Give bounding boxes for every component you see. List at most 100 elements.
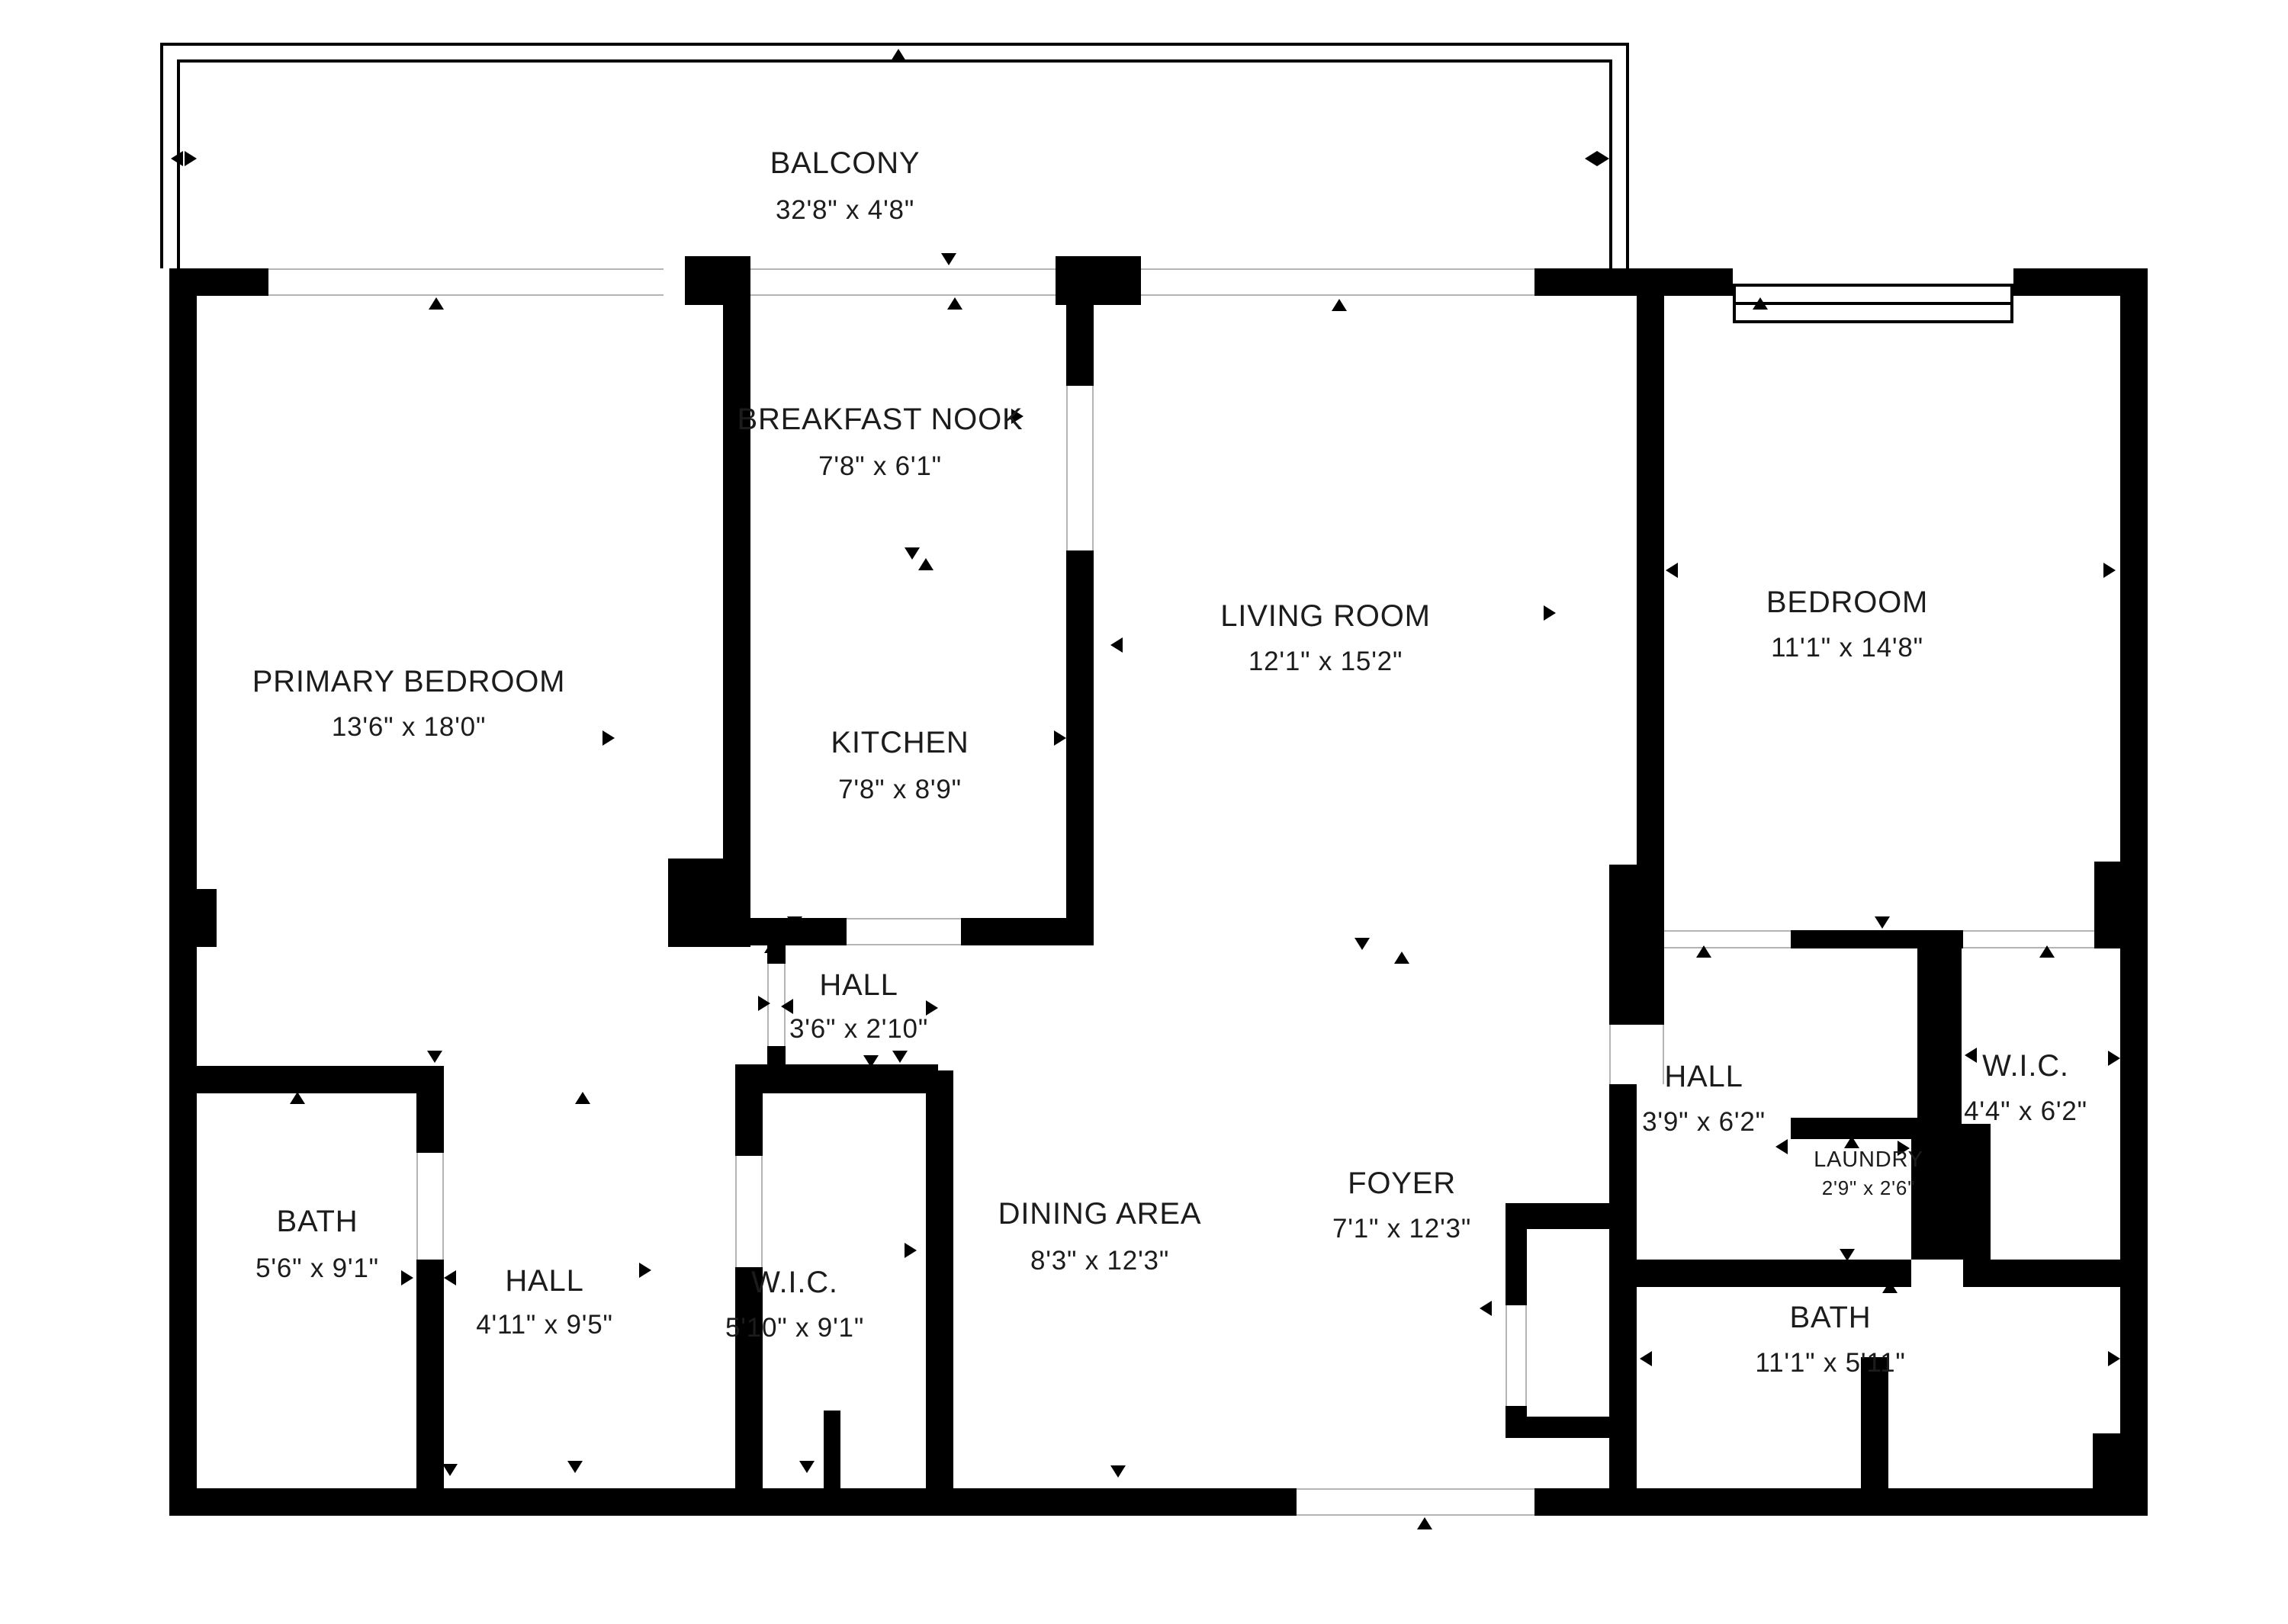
dimension-arrow-icon xyxy=(863,1055,879,1067)
dimension-arrow-icon xyxy=(1417,1517,1432,1529)
room-label-dining-area: DINING AREA xyxy=(998,1198,1202,1231)
door-opening xyxy=(750,268,1056,296)
dimension-arrow-icon xyxy=(758,996,770,1011)
wall-segment xyxy=(169,1488,1297,1516)
door-opening xyxy=(735,1156,763,1267)
dimension-arrow-icon xyxy=(444,1270,456,1285)
wall-segment xyxy=(735,1064,938,1093)
wall-segment xyxy=(723,296,750,859)
dimension-arrow-icon xyxy=(182,1281,194,1296)
dimension-arrow-icon xyxy=(575,1092,590,1104)
room-dims-bath-left: 5'6" x 9'1" xyxy=(255,1253,379,1283)
dimension-arrow-icon xyxy=(1696,945,1711,958)
dimension-arrow-icon xyxy=(2103,563,2116,578)
room-label-foyer: FOYER xyxy=(1348,1167,1456,1201)
dimension-arrow-icon xyxy=(442,1464,458,1476)
door-opening xyxy=(1664,930,1791,948)
room-dims-bath-right: 11'1" x 5'11" xyxy=(1755,1347,1906,1378)
wall-segment xyxy=(926,1070,953,1488)
dimension-arrow-icon xyxy=(1110,637,1123,653)
room-label-living-room: LIVING ROOM xyxy=(1220,600,1431,634)
window-icon xyxy=(1733,284,2013,323)
wall-segment xyxy=(1791,1118,1920,1139)
dimension-arrow-icon xyxy=(1775,1139,1788,1154)
dimension-arrow-icon xyxy=(905,1243,917,1258)
dimension-arrow-icon xyxy=(934,1157,946,1173)
door-opening xyxy=(1066,386,1094,550)
wall-segment xyxy=(1506,1203,1637,1229)
wall-segment xyxy=(2094,862,2120,948)
wall-segment xyxy=(169,268,268,296)
dimension-arrow-icon xyxy=(427,1051,442,1063)
dimension-arrow-icon xyxy=(2108,1051,2120,1066)
room-dims-hall-right: 3'9" x 6'2" xyxy=(1642,1106,1766,1137)
wall-segment xyxy=(1066,550,1094,945)
dimension-arrow-icon xyxy=(1666,563,1678,578)
dimension-arrow-icon xyxy=(1882,1281,1898,1293)
room-dims-laundry: 2'9" x 2'6" xyxy=(1821,1176,1916,1199)
dimension-arrow-icon xyxy=(781,999,793,1014)
wall-segment xyxy=(1917,930,1962,1124)
room-label-hall-left: HALL xyxy=(505,1265,584,1298)
dimension-arrow-icon xyxy=(892,1051,908,1063)
window-mid-line xyxy=(1736,301,2010,305)
balcony-wall-line xyxy=(160,43,163,268)
room-dims-primary-bedroom: 13'6" x 18'0" xyxy=(331,711,487,742)
dimension-arrow-icon xyxy=(799,1461,815,1473)
dimension-arrow-icon xyxy=(1480,1301,1492,1316)
dimension-arrow-icon xyxy=(926,1000,938,1016)
dimension-arrow-icon xyxy=(1844,1136,1859,1148)
balcony-wall-line xyxy=(1626,43,1629,268)
balcony-wall-line xyxy=(177,59,1612,63)
dimension-arrow-icon xyxy=(429,297,444,310)
room-dims-hall-left: 4'11" x 9'5" xyxy=(476,1309,613,1340)
dimension-arrow-icon xyxy=(2108,1351,2120,1366)
wall-segment xyxy=(1609,1084,1637,1203)
dimension-arrow-icon xyxy=(787,916,802,929)
dimension-arrow-icon xyxy=(1354,938,1370,950)
dimension-arrow-icon xyxy=(729,409,741,424)
wall-segment xyxy=(824,1411,840,1488)
wall-segment xyxy=(169,1066,444,1093)
room-dims-hall-kitchen: 3'6" x 2'10" xyxy=(789,1013,929,1044)
wall-segment xyxy=(1963,1260,2120,1287)
dimension-arrow-icon xyxy=(1110,1465,1126,1478)
dimension-arrow-icon xyxy=(1054,730,1066,746)
dimension-arrow-icon xyxy=(1544,605,1556,621)
wall-segment xyxy=(1506,1229,1527,1305)
dimension-arrow-icon xyxy=(567,1461,583,1473)
wall-segment xyxy=(2120,268,2148,1516)
door-opening xyxy=(1609,1025,1664,1084)
balcony-wall-line xyxy=(160,43,1629,46)
room-label-bedroom: BEDROOM xyxy=(1766,586,1929,620)
wall-segment xyxy=(735,1093,763,1156)
room-dims-breakfast-nook: 7'8" x 6'1" xyxy=(818,451,942,481)
wall-segment xyxy=(416,1093,444,1153)
room-label-laundry: LAUNDRY xyxy=(1814,1148,1923,1173)
room-dims-living-room: 12'1" x 15'2" xyxy=(1248,646,1403,676)
dimension-arrow-icon xyxy=(941,253,956,265)
dimension-arrow-icon xyxy=(1332,299,1347,311)
dimension-arrow-icon xyxy=(1840,1249,1855,1261)
dimension-arrow-icon xyxy=(290,1092,305,1104)
wall-segment xyxy=(735,1267,763,1488)
dimension-arrow-icon xyxy=(918,558,934,570)
dimension-arrow-icon xyxy=(1585,151,1597,166)
wall-segment xyxy=(1911,1124,1991,1260)
dimension-arrow-icon xyxy=(401,1270,413,1285)
dimension-arrow-icon xyxy=(182,637,194,653)
wall-segment xyxy=(668,859,750,947)
room-label-hall-right: HALL xyxy=(1664,1061,1743,1094)
door-opening xyxy=(268,268,664,296)
dimension-arrow-icon xyxy=(603,730,615,746)
dimension-arrow-icon xyxy=(1394,952,1409,964)
room-label-wic-left: W.I.C. xyxy=(751,1266,838,1300)
dimension-arrow-icon xyxy=(185,151,197,166)
door-opening xyxy=(1963,930,2094,948)
dimension-arrow-icon xyxy=(1011,409,1023,424)
room-label-bath-left: BATH xyxy=(276,1205,358,1239)
room-dims-balcony: 32'8" x 4'8" xyxy=(775,194,915,225)
dimension-arrow-icon xyxy=(1640,1351,1652,1366)
dimension-arrow-icon xyxy=(947,297,962,310)
wall-segment xyxy=(1066,296,1094,386)
